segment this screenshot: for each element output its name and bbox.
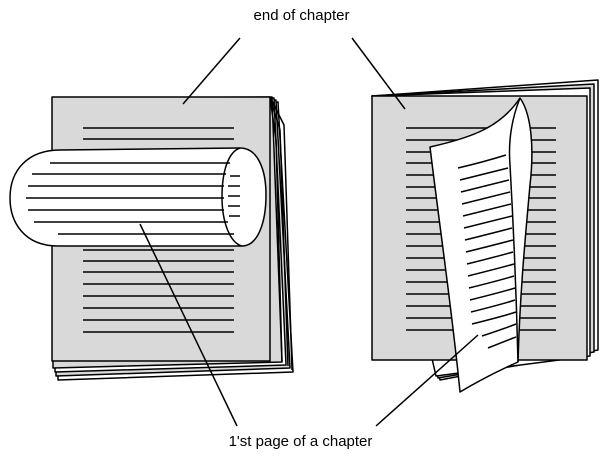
end-of-chapter-pointer-left <box>183 38 240 104</box>
